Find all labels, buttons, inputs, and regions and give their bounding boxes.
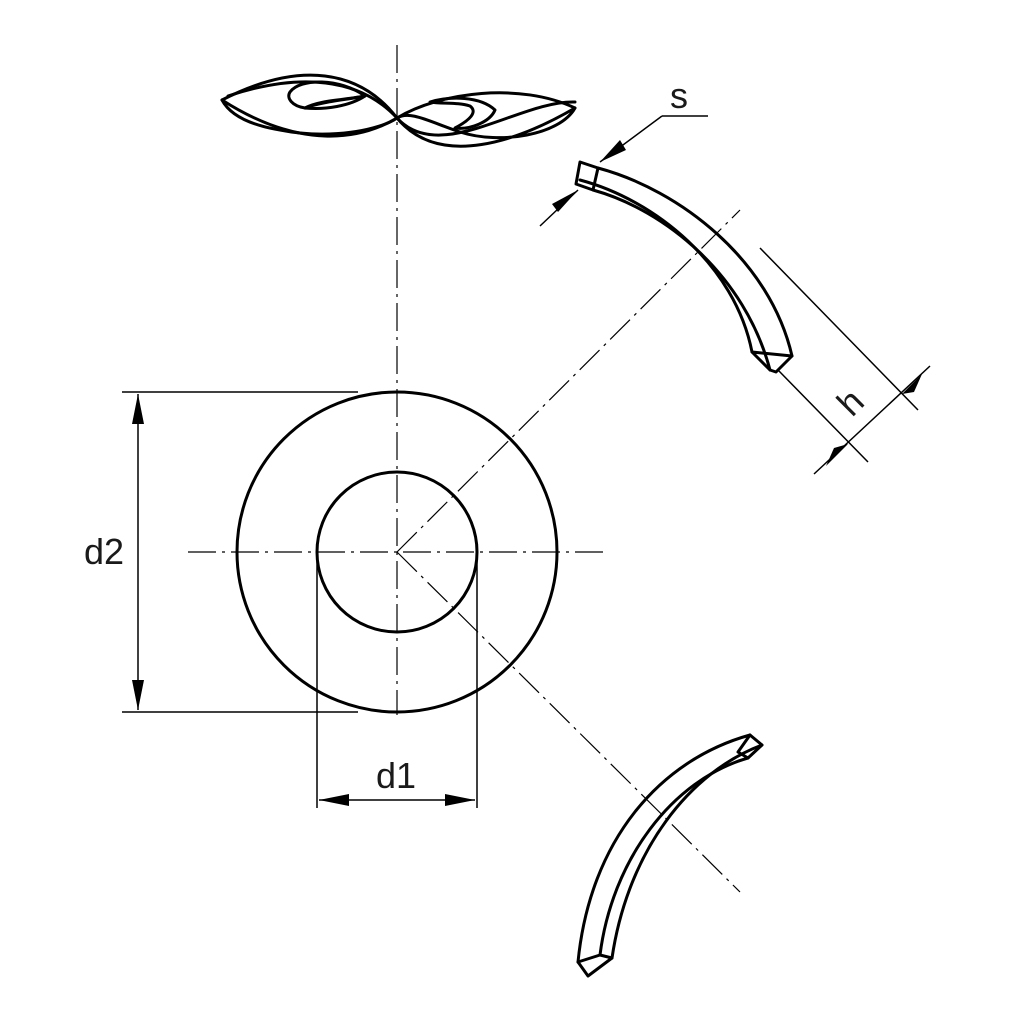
upper-segment-outer-arc bbox=[596, 166, 794, 358]
h-label: h bbox=[829, 381, 872, 424]
d2-arrow-top bbox=[132, 394, 144, 424]
washer-side-view bbox=[220, 73, 577, 148]
diagonal-centerline-upper bbox=[396, 209, 741, 553]
side-view-left-loop bbox=[287, 80, 367, 110]
outer-circle bbox=[235, 390, 559, 714]
dimension-d2: d2 bbox=[84, 391, 358, 713]
lower-segment-top-end bbox=[736, 733, 764, 760]
d2-label: d2 bbox=[84, 531, 124, 572]
d1-label: d1 bbox=[376, 755, 416, 796]
side-view-right-loop bbox=[428, 96, 497, 130]
h-extension-upper bbox=[759, 247, 919, 411]
upper-segment-inner-arc bbox=[578, 178, 754, 354]
upper-segment-view bbox=[574, 160, 794, 374]
side-view-left-inner bbox=[303, 94, 367, 110]
center-lines bbox=[188, 45, 741, 893]
upper-segment-bottom-end bbox=[750, 350, 794, 374]
h-arrow-lower bbox=[826, 444, 848, 466]
lower-segment-mid-arc bbox=[598, 756, 750, 957]
dimension-s: s bbox=[539, 75, 708, 227]
diagonal-centerline-lower bbox=[396, 551, 741, 893]
s-label: s bbox=[670, 75, 688, 116]
upper-segment-mid-arc bbox=[591, 188, 772, 372]
d1-arrow-right bbox=[445, 794, 475, 806]
d1-arrow-left bbox=[319, 794, 349, 806]
d2-arrow-bottom bbox=[132, 680, 144, 710]
dimension-d1: d1 bbox=[316, 552, 478, 808]
s-arrow-top bbox=[600, 140, 626, 162]
lower-segment-outer-arc bbox=[576, 733, 752, 964]
upper-segment-top-end bbox=[574, 160, 600, 192]
lower-segment-bottom-end bbox=[576, 953, 614, 978]
h-arrow-upper bbox=[902, 374, 922, 394]
side-view-lower-edge bbox=[220, 91, 577, 138]
h-extension-lower bbox=[777, 369, 869, 463]
s-arrow-bottom bbox=[552, 190, 578, 212]
lower-segment-view bbox=[576, 733, 764, 978]
lower-segment-inner-arc bbox=[610, 743, 764, 960]
